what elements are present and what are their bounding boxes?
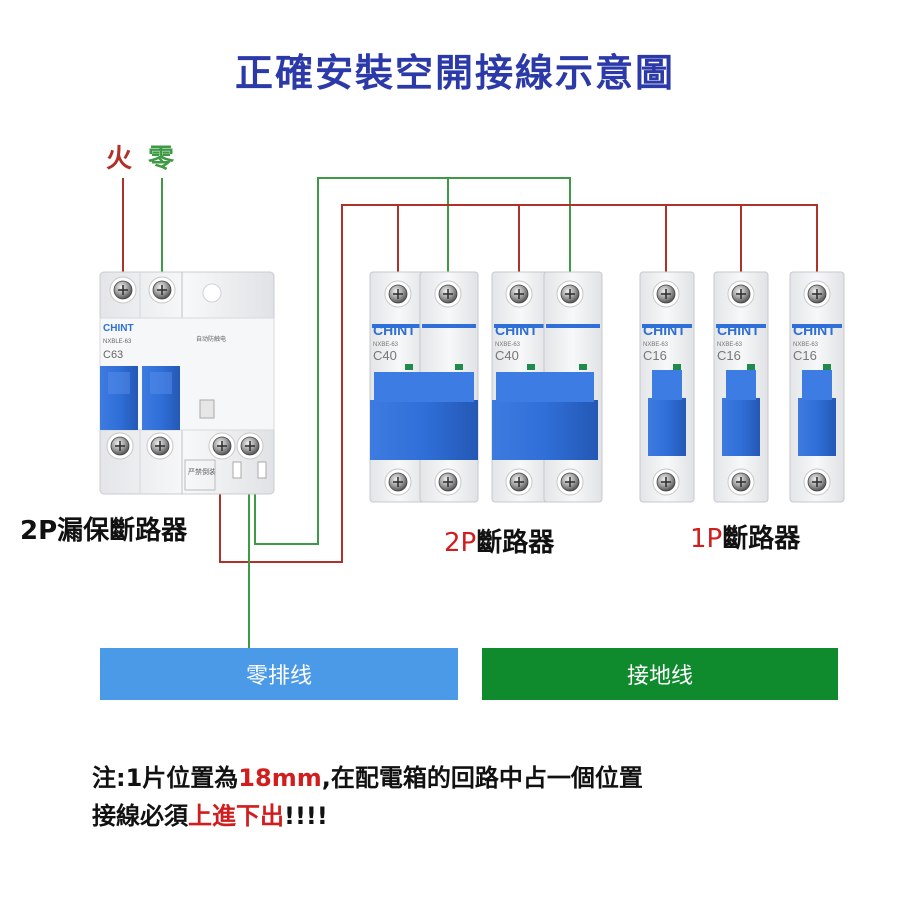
breaker-layer: CHINTNXBE-63C40CHINTNXBE-63C40CHINTNXBE-…	[369, 271, 845, 503]
breaker-5-bottom-screw-1	[803, 468, 831, 496]
breaker-2-rating: C40	[495, 348, 519, 363]
note-1a: 注:1片位置為	[92, 764, 239, 792]
breaker-2-top-screw-1	[505, 280, 533, 308]
breaker-1-top-screw-1	[384, 280, 412, 308]
breaker-5-model: NXBE-63	[793, 342, 819, 348]
note-1b: 18mm	[238, 764, 322, 792]
breaker-1-top-screw-2	[434, 280, 462, 308]
breaker-5-handle-top	[802, 370, 832, 400]
rcd-top-screw-1	[109, 276, 137, 304]
neutral-label: 零	[148, 144, 175, 174]
rcd-device-text: 自动防触电	[196, 335, 226, 343]
note-2a: 接線必須	[92, 802, 188, 830]
breaker-1-brand: CHINT	[373, 322, 416, 338]
breaker-3-bottom-screw-1	[652, 468, 680, 496]
rcd-bottom-screw-3	[208, 432, 236, 460]
note-line-2: 接線必須上進下出!!!!	[92, 796, 328, 831]
two-pole-label: 2P斷路器	[444, 522, 554, 559]
breaker-3-top-screw-1	[652, 280, 680, 308]
breaker-1-bottom-screw-1	[384, 468, 412, 496]
note-2c: !!!!	[284, 802, 328, 830]
breaker-4-model: NXBE-63	[717, 342, 743, 348]
one-pole-prefix: 1P	[690, 524, 723, 554]
zero-bar: 零排线	[100, 648, 458, 700]
breaker-4-handle-top	[726, 370, 756, 400]
breaker-1-handle-top	[374, 372, 474, 402]
breaker-2-bottom-screw-2	[556, 468, 584, 496]
rcd-bottom-tag: 严禁倒装	[188, 467, 216, 476]
breaker-2-bottom-screw-1	[505, 468, 533, 496]
two-pole-prefix: 2P	[444, 528, 477, 558]
rcd-handle-1	[100, 366, 138, 430]
breaker-2-handle	[492, 400, 598, 460]
breaker-4-brand: CHINT	[717, 322, 760, 338]
rcd-handle-2	[142, 366, 180, 430]
page-title: 正確安裝空開接線示意圖	[234, 51, 675, 95]
live-label: 火	[106, 144, 133, 174]
rcd-model: NXBLE-63	[103, 339, 132, 345]
live-bus-wire	[219, 204, 818, 563]
breaker-3-brand: CHINT	[643, 322, 686, 338]
breaker-4-top-screw-1	[727, 280, 755, 308]
breaker-4-bottom-screw-1	[727, 468, 755, 496]
note-2b: 上進下出	[188, 802, 284, 830]
rcd-rating: C63	[103, 349, 123, 361]
rcd-bottom-screw-2	[146, 432, 174, 460]
one-pole-suffix: 斷路器	[722, 524, 801, 554]
ground-bar: 接地线	[482, 648, 838, 700]
breaker-1-handle	[370, 400, 478, 460]
breaker-3-handle-top	[652, 370, 682, 400]
rcd-label: 2P漏保斷路器	[20, 516, 188, 546]
breaker-4-handle	[722, 398, 760, 456]
rcd-bottom-screw-4	[236, 432, 264, 460]
rcd-bottom-screw-1	[106, 432, 134, 460]
breaker-1-rating: C40	[373, 348, 397, 363]
one-pole-label: 1P斷路器	[690, 518, 800, 555]
breaker-3-rating: C16	[643, 348, 667, 363]
neutral-bus-wire	[254, 177, 571, 545]
rcd-top-screw-2	[148, 276, 176, 304]
breaker-3-handle	[648, 398, 686, 456]
zero-bar-label: 零排线	[245, 664, 312, 689]
breaker-4-rating: C16	[717, 348, 741, 363]
breaker-2-brand: CHINT	[495, 322, 538, 338]
breaker-2-handle-top	[496, 372, 594, 402]
two-pole-suffix: 斷路器	[476, 528, 555, 558]
breaker-2-top-screw-2	[556, 280, 584, 308]
breaker-5-brand: CHINT	[793, 322, 836, 338]
breaker-1-model: NXBE-63	[373, 342, 399, 348]
rcd-test-window	[199, 399, 215, 419]
note-line-1: 注:1片位置為18mm,在配電箱的回路中占一個位置	[92, 758, 643, 793]
rcd-brand: CHINT	[103, 323, 134, 334]
wires	[122, 177, 818, 648]
rcd-breaker: CHINT NXBLE-63 C63 自动防触电 严禁倒装	[99, 271, 275, 495]
breaker-1-bottom-screw-2	[434, 468, 462, 496]
note-1c: ,在配電箱的回路中占一個位置	[321, 764, 643, 792]
breaker-5-rating: C16	[793, 348, 817, 363]
breaker-5-top-screw-1	[803, 280, 831, 308]
breaker-2-model: NXBE-63	[495, 342, 521, 348]
ground-bar-label: 接地线	[626, 664, 693, 689]
breaker-5-handle	[798, 398, 836, 456]
test-button	[202, 283, 222, 303]
breaker-3-model: NXBE-63	[643, 342, 669, 348]
